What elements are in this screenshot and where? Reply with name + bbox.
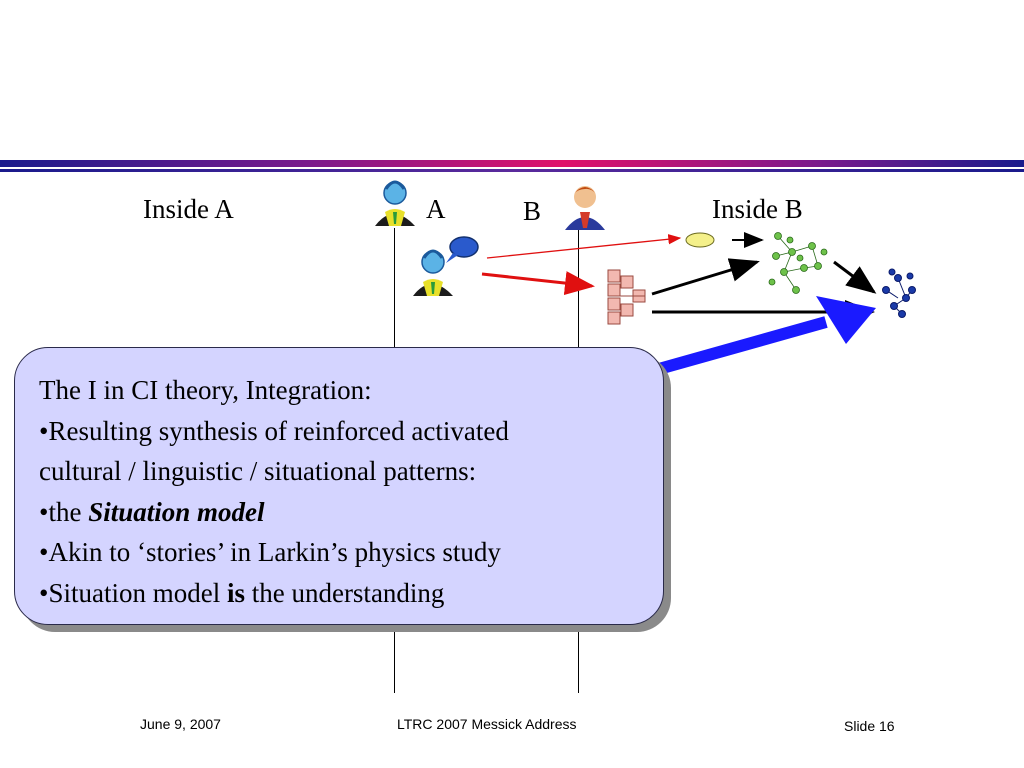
callout-is-bold: is xyxy=(226,577,245,608)
person-blue-headset-icon xyxy=(375,180,415,226)
arrow-tree-to-network xyxy=(651,258,760,296)
callout-bullet-1-cont: cultural / linguistic / situational patt… xyxy=(39,456,477,486)
green-network-icon xyxy=(768,232,828,294)
arrow-network-to-model xyxy=(833,260,877,294)
hierarchy-tree-icon xyxy=(607,269,646,325)
red-arrow-thick xyxy=(481,271,595,296)
callout-situation-model-emph: Situation model xyxy=(88,496,265,527)
callout-bullet-4-suffix: the understanding xyxy=(244,577,445,608)
callout-bullet-2-prefix: •the xyxy=(39,496,89,527)
big-blue-arrow-shaft xyxy=(632,316,828,382)
header-band xyxy=(0,160,1024,174)
label-inside-a: Inside A xyxy=(143,194,234,224)
callout-bullet-2: •the Situation model xyxy=(39,492,663,533)
blue-network-icon xyxy=(882,268,916,318)
callout-heading: The I in CI theory, Integration: xyxy=(39,375,372,405)
footer-title: LTRC 2007 Messick Address xyxy=(397,716,577,732)
person-speaking-icon xyxy=(413,236,479,296)
footer-slide-number: Slide 16 xyxy=(844,718,895,734)
callout-box: The I in CI theory, Integration: •Result… xyxy=(14,347,664,625)
person-red-hair-icon xyxy=(565,186,605,230)
label-a: A xyxy=(426,194,446,224)
callout-bullet-4-prefix: •Situation model xyxy=(39,577,227,608)
callout-bullet-4: •Situation model is the understanding xyxy=(39,573,663,614)
header-line-bottom xyxy=(0,169,1024,172)
concept-oval-icon xyxy=(685,232,715,248)
footer-date: June 9, 2007 xyxy=(140,716,221,732)
big-blue-arrow-head xyxy=(816,296,876,344)
callout-bullet-3: •Akin to ‘stories’ in Larkin’s physics s… xyxy=(39,537,501,567)
red-arrow-thin xyxy=(486,234,682,259)
label-b: B xyxy=(523,196,542,226)
label-inside-b: Inside B xyxy=(712,194,803,224)
header-line-top xyxy=(0,160,1024,167)
callout-bullet-1: •Resulting synthesis of reinforced activ… xyxy=(39,415,509,446)
